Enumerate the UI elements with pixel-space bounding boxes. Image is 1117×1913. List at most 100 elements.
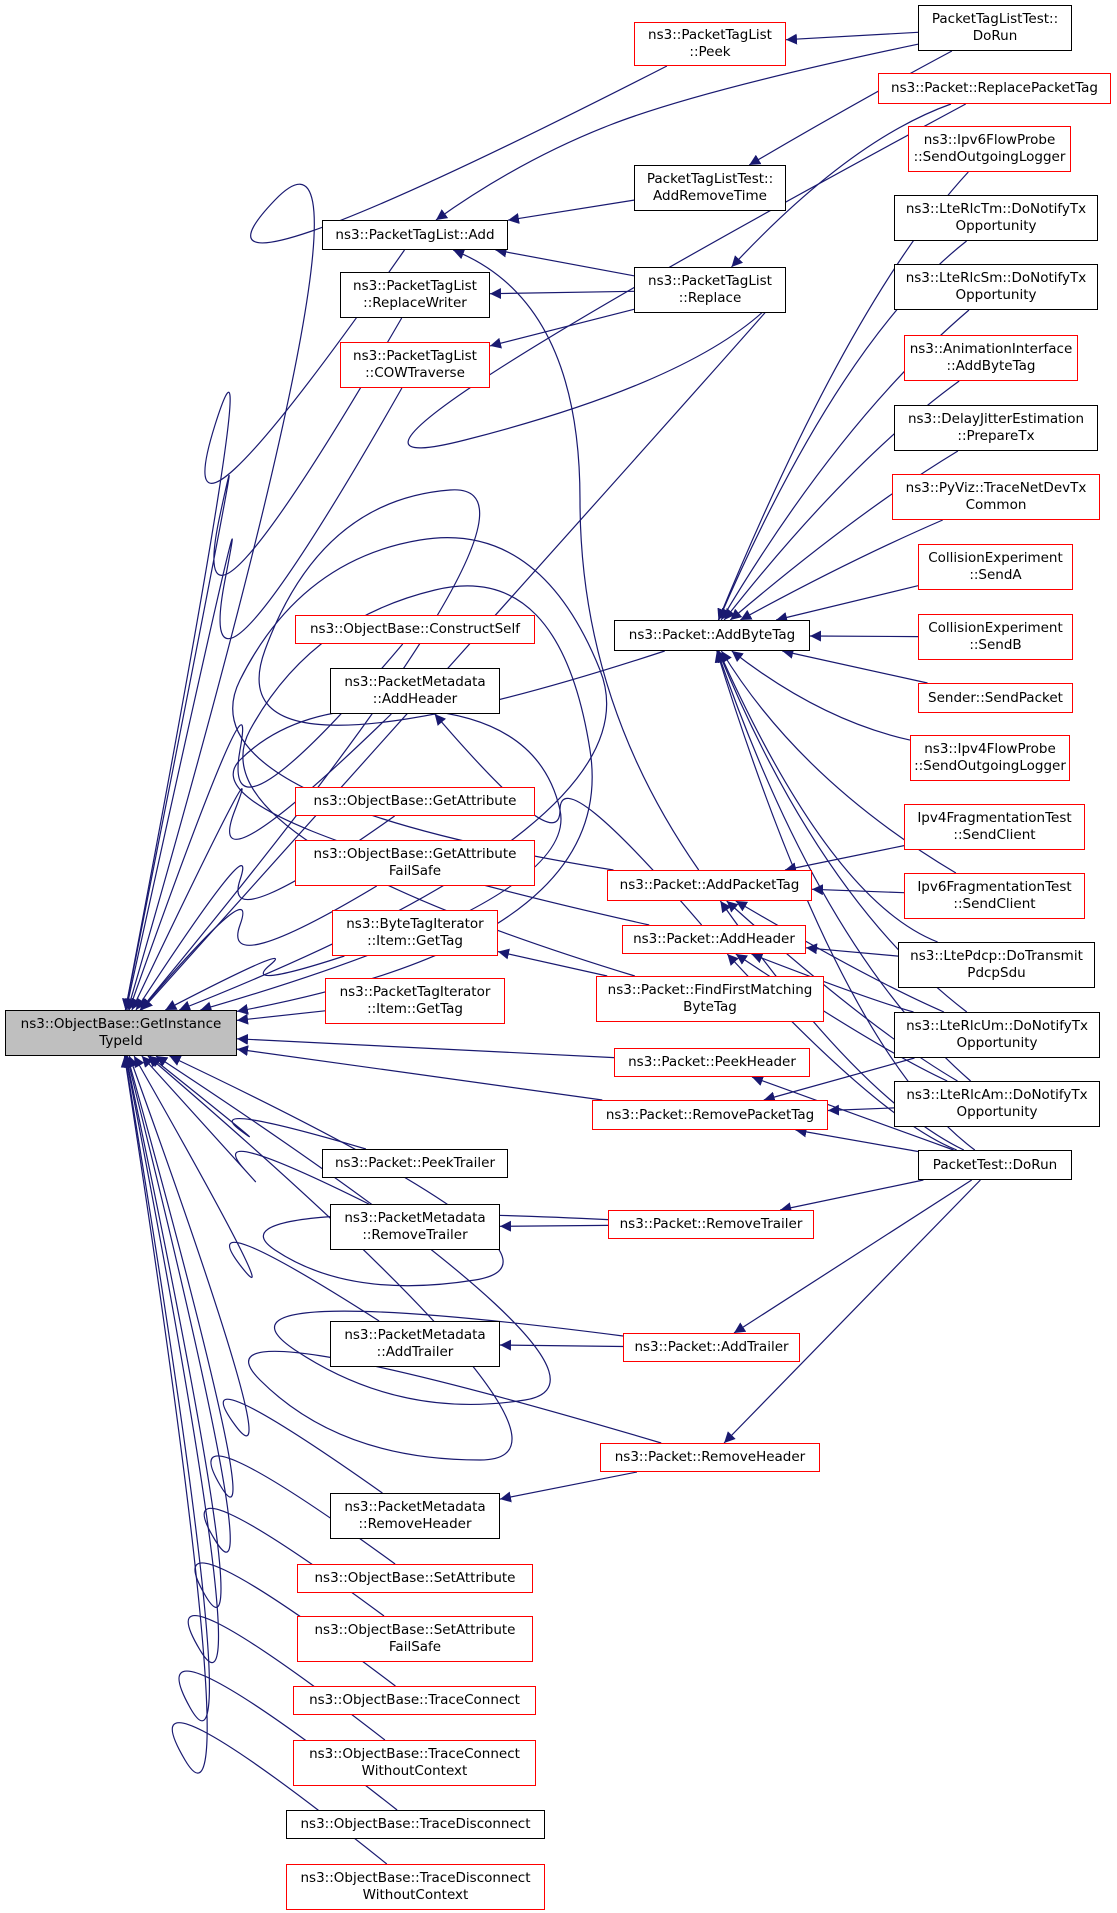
edge-ptl-replace-to-ptl-add bbox=[495, 246, 635, 277]
node-packet-addtrailer[interactable]: ns3::Packet::AddTrailer bbox=[623, 1333, 800, 1362]
node-sender-sendpacket[interactable]: Sender::SendPacket bbox=[918, 683, 1073, 713]
node-label-line: ::Replace bbox=[678, 290, 742, 306]
node-packet-removeheader[interactable]: ns3::Packet::RemoveHeader bbox=[600, 1443, 820, 1472]
node-ptl-replace[interactable]: ns3::PacketTagList::Replace bbox=[634, 267, 786, 313]
node-label-line: WithoutContext bbox=[362, 1887, 469, 1903]
edge-packet-addbytetag-to-root bbox=[139, 489, 665, 1011]
node-objectbase-constructself[interactable]: ns3::ObjectBase::ConstructSelf bbox=[295, 615, 535, 644]
node-packet-peekheader[interactable]: ns3::Packet::PeekHeader bbox=[614, 1048, 810, 1077]
node-ipv6-flowprobe[interactable]: ns3::Ipv6FlowProbe::SendOutgoingLogger bbox=[908, 126, 1071, 172]
node-label-line: ns3::Packet::PeekTrailer bbox=[334, 1155, 496, 1171]
node-ptl-cowtraverse[interactable]: ns3::PacketTagList::COWTraverse bbox=[340, 342, 490, 388]
edge-ptl-replace-to-ptl-replacewriter bbox=[489, 288, 635, 300]
edge-ptl-peek-to-root bbox=[125, 65, 668, 1011]
edge-ptl-replace-to-ptl-cowtraverse bbox=[489, 308, 635, 349]
node-pm-removetrailer[interactable]: ns3::PacketMetadata::RemoveTrailer bbox=[330, 1204, 500, 1250]
node-packet-removetrailer[interactable]: ns3::Packet::RemoveTrailer bbox=[608, 1210, 814, 1239]
node-label-line: FailSafe bbox=[388, 1639, 442, 1655]
edge-packet-peekheader-to-root bbox=[236, 1033, 615, 1059]
node-packet-addheader[interactable]: ns3::Packet::AddHeader bbox=[622, 925, 806, 954]
node-objectbase-tracedisconnect[interactable]: ns3::ObjectBase::TraceDisconnect bbox=[286, 1810, 545, 1839]
node-label-line: PacketTagListTest:: bbox=[646, 171, 774, 187]
node-packet-addpackettag[interactable]: ns3::Packet::AddPacketTag bbox=[607, 870, 812, 901]
node-label-line: ns3::PacketMetadata bbox=[344, 1210, 486, 1226]
node-packettest-dorun[interactable]: PacketTest::DoRun bbox=[918, 1150, 1072, 1180]
node-label-line: ns3::Packet::RemovePacketTag bbox=[605, 1106, 815, 1123]
node-ptl-peek[interactable]: ns3::PacketTagList::Peek bbox=[634, 22, 786, 66]
edge-packet-findfirstmatching-to-root bbox=[236, 585, 635, 1015]
node-label-line: ns3::LteRlcSm::DoNotifyTx bbox=[905, 270, 1087, 286]
edge-ipv4frag-to-packet-addpackettag bbox=[784, 845, 905, 874]
node-label-line: ns3::Ipv6FlowProbe bbox=[923, 132, 1056, 148]
node-packet-addbytetag[interactable]: ns3::Packet::AddByteTag bbox=[614, 620, 810, 651]
node-ptl-replacewriter[interactable]: ns3::PacketTagList::ReplaceWriter bbox=[340, 272, 490, 318]
node-label-line: ns3::PacketTagIterator bbox=[339, 984, 491, 1000]
node-bytetagiterator-gettag[interactable]: ns3::ByteTagIterator::Item::GetTag bbox=[332, 910, 498, 956]
node-label-line: CollisionExperiment bbox=[928, 620, 1063, 636]
node-label-line: ByteTag bbox=[683, 999, 737, 1015]
edge-pm-addtrailer-to-root bbox=[133, 1055, 380, 1322]
node-label-line: PdcpSdu bbox=[967, 965, 1026, 981]
node-ptltest-addremove[interactable]: PacketTagListTest::AddRemoveTime bbox=[634, 165, 786, 211]
node-pm-addheader[interactable]: ns3::PacketMetadata::AddHeader bbox=[330, 668, 500, 714]
node-packettagiterator-gettag[interactable]: ns3::PacketTagIterator::Item::GetTag bbox=[325, 978, 505, 1024]
node-label-line: Common bbox=[965, 497, 1027, 513]
node-pm-addtrailer[interactable]: ns3::PacketMetadata::AddTrailer bbox=[330, 1321, 500, 1367]
node-label-line: ns3::PacketTagList bbox=[648, 27, 772, 43]
node-packet-peektrailer[interactable]: ns3::Packet::PeekTrailer bbox=[322, 1149, 508, 1178]
node-delayjitter[interactable]: ns3::DelayJitterEstimation::PrepareTx bbox=[894, 405, 1098, 451]
edge-packettest-dorun-to-packet-peekheader bbox=[751, 1075, 954, 1151]
node-label-line: ns3::LteRlcAm::DoNotifyTx bbox=[906, 1087, 1088, 1103]
node-ipv6frag[interactable]: Ipv6FragmentationTest::SendClient bbox=[904, 873, 1085, 919]
node-ptl-add[interactable]: ns3::PacketTagList::Add bbox=[322, 220, 508, 250]
node-objectbase-getattribute[interactable]: ns3::ObjectBase::GetAttribute bbox=[295, 787, 535, 816]
node-ptltest-dorun[interactable]: PacketTagListTest::DoRun bbox=[918, 5, 1072, 51]
node-label-line: FailSafe bbox=[388, 863, 442, 879]
node-objectbase-setattribute[interactable]: ns3::ObjectBase::SetAttribute bbox=[297, 1564, 533, 1593]
edge-pm-addheader-to-root bbox=[131, 713, 392, 1011]
edge-ltepdcp-to-packet-addheader bbox=[805, 943, 899, 957]
node-label-line: ::SendOutgoingLogger bbox=[913, 149, 1066, 165]
edge-packet-addtrailer-to-pm-addtrailer bbox=[499, 1339, 624, 1351]
node-label-line: ns3::LteRlcTm::DoNotifyTx bbox=[905, 201, 1087, 217]
node-pm-removeheader[interactable]: ns3::PacketMetadata::RemoveHeader bbox=[330, 1493, 500, 1539]
node-collision-sendb[interactable]: CollisionExperiment::SendB bbox=[918, 614, 1073, 660]
edge-ipv4-flowprobe-to-packet-addbytetag bbox=[731, 650, 911, 741]
node-label-line: ns3::Packet::FindFirstMatching bbox=[607, 982, 813, 998]
node-label-line: ns3::PacketTagList::Add bbox=[335, 226, 495, 243]
edge-ipv6frag-to-packet-addpackettag bbox=[811, 884, 905, 896]
edge-anim-addbytetag-to-packet-addbytetag bbox=[723, 380, 960, 621]
edge-lterlcum-to-packet-removepackettag bbox=[763, 1057, 915, 1103]
node-label-line: Opportunity bbox=[956, 1035, 1038, 1051]
node-label-line: ns3::AnimationInterface bbox=[909, 341, 1073, 357]
node-label-line: ::COWTraverse bbox=[365, 365, 465, 381]
node-ipv4frag[interactable]: Ipv4FragmentationTest::SendClient bbox=[904, 804, 1085, 850]
node-anim-addbytetag[interactable]: ns3::AnimationInterface::AddByteTag bbox=[904, 335, 1078, 381]
edge-ptltest-addremove-to-ptl-add bbox=[507, 199, 635, 224]
node-packet-removepackettag[interactable]: ns3::Packet::RemovePacketTag bbox=[592, 1100, 828, 1130]
edge-packet-peektrailer-to-root bbox=[149, 1055, 367, 1150]
node-label-line: ::ReplaceWriter bbox=[363, 295, 467, 311]
node-collision-senda[interactable]: CollisionExperiment::SendA bbox=[918, 544, 1073, 590]
node-label-line: ::Peek bbox=[689, 44, 731, 60]
node-label-line: PacketTagListTest:: bbox=[931, 11, 1059, 27]
node-ipv4-flowprobe[interactable]: ns3::Ipv4FlowProbe::SendOutgoingLogger bbox=[910, 735, 1070, 781]
node-label-line: Opportunity bbox=[955, 218, 1037, 234]
node-replace-packet-tag[interactable]: ns3::Packet::ReplacePacketTag bbox=[878, 73, 1111, 104]
node-label-line: Ipv4FragmentationTest bbox=[917, 810, 1072, 826]
node-objectbase-traceconnect[interactable]: ns3::ObjectBase::TraceConnect bbox=[293, 1686, 536, 1715]
edge-objectbase-setattribute-to-root bbox=[125, 1055, 396, 1565]
edge-packettest-dorun-to-packet-removeheader bbox=[723, 1179, 981, 1444]
